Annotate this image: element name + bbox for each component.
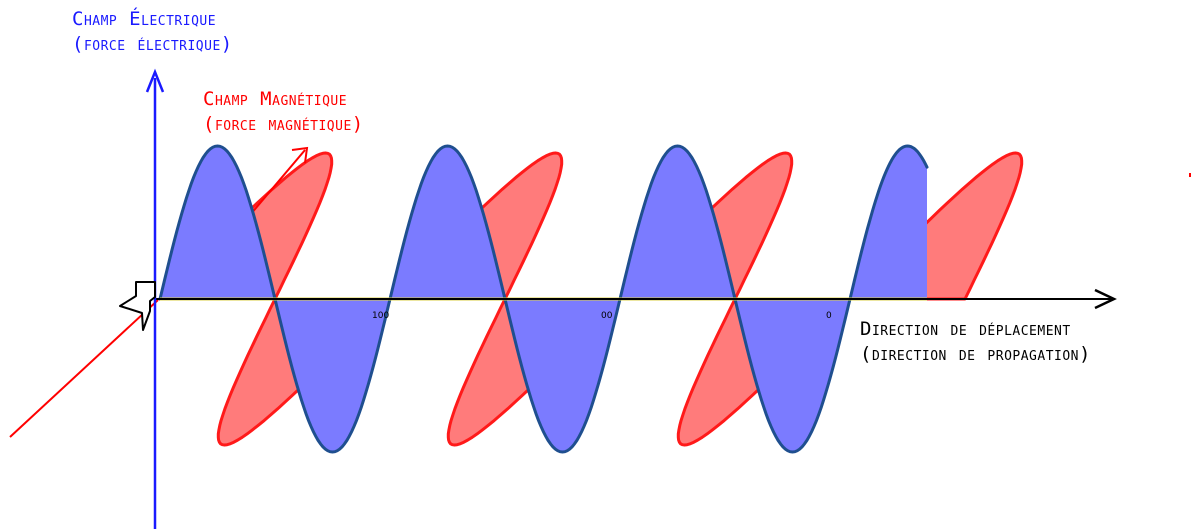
axis-tick-label: 00 (601, 311, 613, 321)
magnetic-field-label: Champ Magnétique (force magnétique) (203, 87, 364, 137)
electric-field-label: Champ Électrique (force électrique) (72, 7, 233, 57)
magnetic-axis-lower (10, 300, 158, 437)
magnetic-field-title: Champ Magnétique (203, 87, 364, 112)
propagation-direction-subtitle: (direction de propagation) (860, 342, 1091, 367)
electric-field-title: Champ Électrique (72, 7, 233, 32)
pointer-icon (120, 282, 155, 330)
axis-tick-label: 100 (372, 311, 389, 321)
electric-force-subtitle: (force électrique) (72, 32, 233, 57)
propagation-direction-title: Direction de déplacement (860, 317, 1091, 342)
magnetic-force-subtitle: (force magnétique) (203, 112, 364, 137)
propagation-direction-label: Direction de déplacement (direction de p… (860, 317, 1091, 367)
axis-tick-label: 0 (826, 311, 832, 321)
